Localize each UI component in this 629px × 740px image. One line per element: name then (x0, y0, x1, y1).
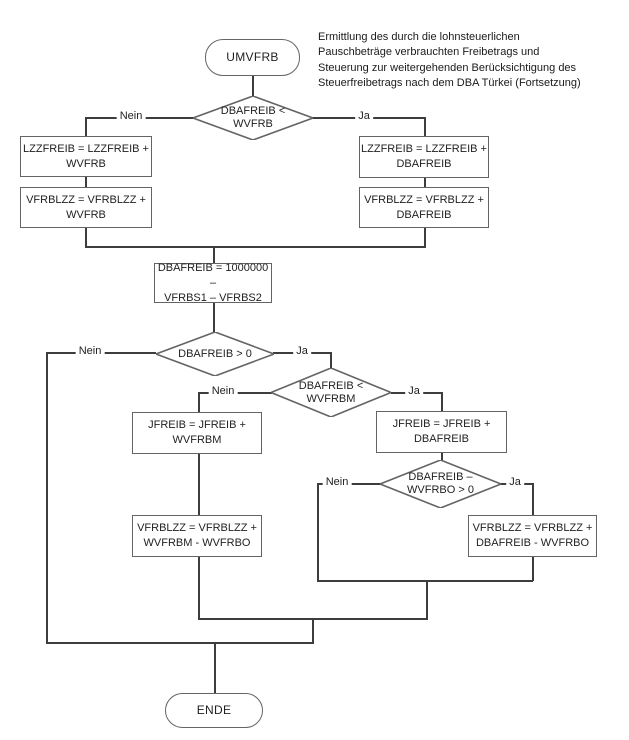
process-jfreib-plus-wvfrbm: JFREIB = JFREIB + WVFRBM (132, 412, 262, 454)
start-terminator: UMVFRB (205, 39, 300, 76)
process-vfrblzz-plus-dbafreib: VFRBLZZ = VFRBLZZ + DBAFREIB (359, 187, 489, 228)
connector-line (213, 246, 215, 263)
edge-label-ja: Ja (405, 385, 423, 397)
connector-line (213, 303, 215, 332)
process-lzzfreib-plus-wvfrb: LZZFREIB = LZZFREIB + WVFRB (20, 136, 152, 177)
connector-line (441, 392, 443, 411)
diamond-shape (193, 96, 313, 140)
diamond-shape (380, 460, 501, 508)
connector-line (85, 177, 87, 187)
connector-line (85, 228, 87, 247)
diamond-shape (271, 368, 391, 417)
process-jfreib-plus-dbafreib: JFREIB = JFREIB + DBAFREIB (376, 411, 507, 453)
edge-label-nein: Nein (322, 476, 352, 488)
process-vfrblzz-plus-dbafreib-minus-wvfrbo: VFRBLZZ = VFRBLZZ + DBAFREIB - WVFRBO (468, 515, 597, 557)
end-terminator: ENDE (165, 693, 263, 728)
connector-line (441, 453, 443, 460)
description-note: Ermittlung des durch die lohnsteuerliche… (318, 31, 581, 90)
edge-label-ja: Ja (293, 345, 311, 357)
connector-line (532, 483, 534, 515)
connector-line (330, 352, 332, 368)
connector-line (85, 246, 426, 248)
decision-label: DBAFREIB > 0 (178, 347, 252, 360)
connector-line (198, 392, 200, 412)
decision-dbafreib-lt-wvfrb: DBAFREIB < WVFRB (193, 96, 313, 140)
connector-line (317, 580, 533, 582)
connector-line (312, 618, 314, 644)
edge-label-ja: Ja (355, 110, 373, 122)
decision-dbafreib-minus-wvfrbo-gt-0: DBAFREIB – WVFRBO > 0 (380, 460, 501, 508)
connector-line (252, 76, 254, 96)
edge-label-nein: Nein (75, 345, 105, 357)
connector-line (424, 117, 426, 136)
connector-line (46, 642, 313, 644)
process-dbafreib-calculation: DBAFREIB = 1000000 – VFRBS1 – VFRBS2 (154, 262, 272, 304)
connector-line (214, 642, 216, 693)
diamond-shape (156, 332, 274, 376)
connector-line (317, 483, 319, 581)
process-vfrblzz-plus-wvfrbm-minus-wvfrbo: VFRBLZZ = VFRBLZZ + WVFRBM - WVFRBO (132, 515, 262, 557)
decision-dbafreib-lt-wvfrbm: DBAFREIB < WVFRBM (271, 368, 391, 417)
process-vfrblzz-plus-wvfrb: VFRBLZZ = VFRBLZZ + WVFRB (20, 187, 152, 228)
decision-label: DBAFREIB – WVFRBO > 0 (407, 471, 474, 496)
connector-line (198, 618, 427, 620)
edge-label-nein: Nein (208, 385, 238, 397)
connector-line (426, 580, 428, 620)
decision-label: DBAFREIB < WVFRBM (298, 379, 364, 405)
decision-dbafreib-gt-0: DBAFREIB > 0 (156, 332, 274, 376)
edge-label-nein: Nein (116, 110, 146, 122)
connector-line (424, 178, 426, 187)
decision-label: DBAFREIB < WVFRB (220, 105, 286, 130)
connector-line (198, 454, 200, 515)
connector-line (198, 557, 200, 620)
connector-line (85, 117, 87, 136)
connector-line (46, 352, 48, 644)
process-lzzfreib-plus-dbafreib: LZZFREIB = LZZFREIB + DBAFREIB (359, 136, 489, 178)
edge-label-ja: Ja (506, 476, 524, 488)
connector-line (532, 557, 534, 581)
connector-line (424, 228, 426, 247)
